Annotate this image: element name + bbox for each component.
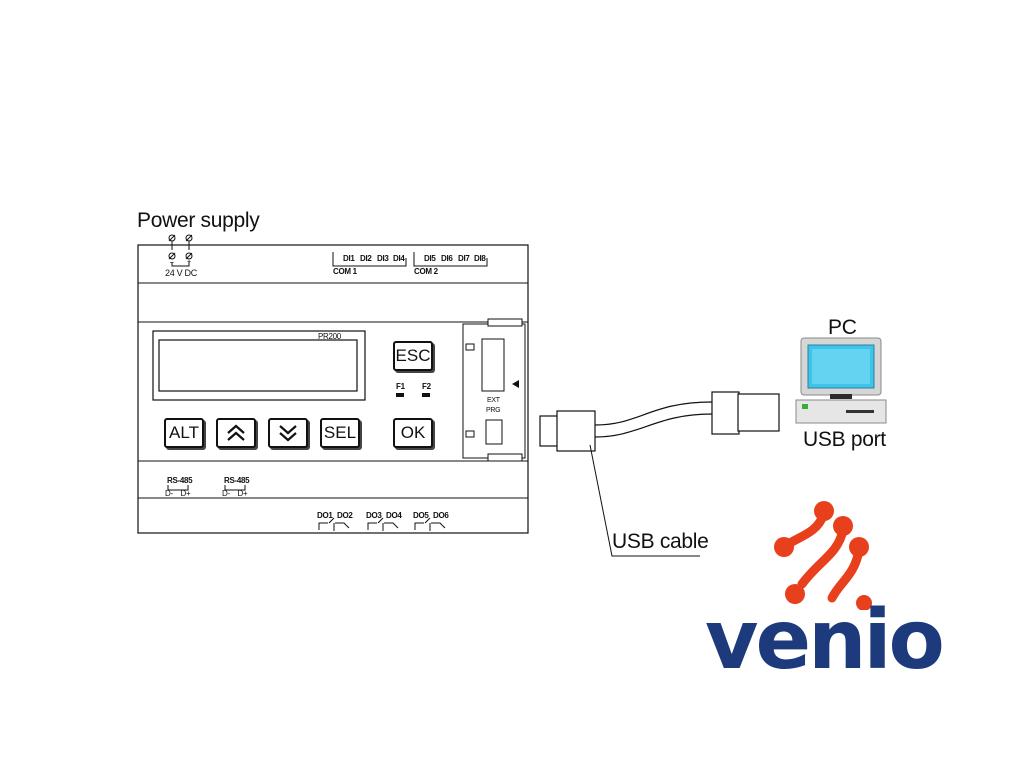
input-di3: DI3: [377, 254, 389, 263]
input-di8: DI8: [474, 254, 486, 263]
com2-label: COM 2: [414, 267, 438, 276]
pc-connector: [711, 391, 780, 435]
model-label: PR200: [318, 332, 341, 341]
input-di1: DI1: [343, 254, 355, 263]
usb-cable: [594, 401, 713, 438]
indicator-f2-led: [422, 393, 430, 397]
usb-plug: [539, 410, 596, 452]
input-di7: DI7: [458, 254, 470, 263]
down-button[interactable]: [268, 418, 308, 448]
output-do2: DO2: [337, 511, 353, 520]
usb-port-label: USB port: [803, 428, 886, 451]
ok-button[interactable]: OK: [393, 418, 433, 448]
prg-label: PRG: [486, 407, 501, 414]
output-do6: DO6: [433, 511, 449, 520]
slot-arrow: [512, 380, 519, 388]
input-di4: DI4: [393, 254, 405, 263]
rs485-2-pins: D- D+: [222, 489, 248, 498]
double-chevron-down-icon: [279, 425, 297, 442]
voltage-label: 24 V DC: [165, 268, 197, 278]
power-terminals: [168, 234, 193, 267]
com1-label: COM 1: [333, 267, 357, 276]
pc-label: PC: [828, 316, 857, 339]
input-di6: DI6: [441, 254, 453, 263]
lcd-screen: [158, 339, 358, 392]
output-relays: [318, 517, 446, 531]
output-do4: DO4: [386, 511, 402, 520]
venio-wordmark: venio: [705, 593, 945, 688]
indicator-f2-label: F2: [422, 382, 431, 391]
ext-label: EXT: [487, 397, 500, 404]
input-di2: DI2: [360, 254, 372, 263]
alt-button[interactable]: ALT: [164, 418, 204, 448]
pc-tower: [795, 399, 887, 424]
venio-logo-mark: [774, 501, 872, 610]
esc-button[interactable]: ESC: [393, 341, 433, 371]
output-do5: DO5: [413, 511, 429, 520]
cable-leader-line: [589, 444, 700, 557]
rs485-1-title: RS-485: [167, 476, 193, 485]
output-do3: DO3: [366, 511, 382, 520]
expansion-slot: [462, 318, 526, 462]
usb-cable-label: USB cable: [612, 530, 709, 553]
up-button[interactable]: [216, 418, 256, 448]
rs485-1-pins: D- D+: [165, 489, 191, 498]
rs485-2-title: RS-485: [224, 476, 250, 485]
power-supply-label: Power supply: [137, 209, 260, 232]
svg-text:+: +: [187, 259, 191, 266]
input-di5: DI5: [424, 254, 436, 263]
pc-monitor: [800, 337, 882, 399]
double-chevron-up-icon: [227, 424, 245, 441]
indicator-f1-led: [396, 393, 404, 397]
indicator-f1-label: F1: [396, 382, 405, 391]
svg-text:–: –: [170, 259, 174, 266]
sel-button[interactable]: SEL: [320, 418, 360, 448]
output-do1: DO1: [317, 511, 333, 520]
